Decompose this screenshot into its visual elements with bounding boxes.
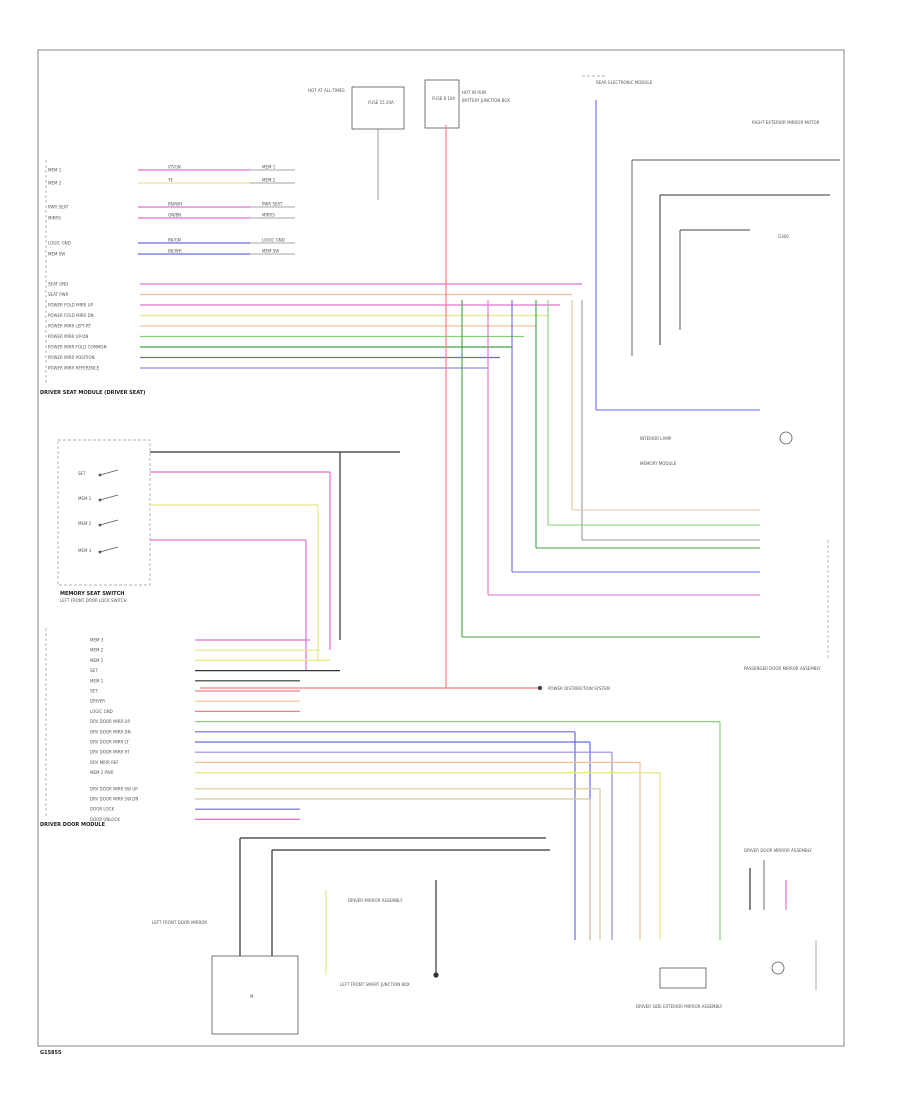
rear-module-label: REAR ELECTRONIC MODULE (596, 80, 653, 85)
ll-pin-label: DRIVER (90, 699, 105, 704)
hot-label-b: HOT IN RUN (462, 90, 486, 95)
ll-pin-label: MEM 2 PWR (90, 770, 114, 775)
ll-pin-label: DRV DOOR MIRR RT (90, 750, 130, 755)
fuse-box-right: HOT IN RUN FUSE 8 10A BATTERY JUNCTION B… (424, 79, 510, 129)
svg-text:M: M (250, 994, 254, 999)
lf-mirror-label: LEFT FRONT DOOR MIRROR (152, 920, 207, 925)
ll-pin-label: DRV DOOR MIRR DN (90, 729, 131, 734)
driver-door-module: DRIVER DOOR MODULE (40, 628, 106, 828)
right-exterior-mirror-block: RIGHT EXTERIOR MIRROR MOTOR G300 (631, 120, 840, 356)
ll-pin-label: SET (90, 668, 98, 673)
lower-left-wire-group: MEM 3 MEM 2 MEM 1 SET MEM 1 SET DRIVER LOGIC GN… (90, 638, 721, 940)
tl-signal-label: POWER MIRR UP-DN (48, 334, 88, 339)
tl-pin-label: PWR SEAT (48, 205, 69, 210)
ll-pin-label: DOOR LOCK (90, 807, 114, 812)
rear-module-top: REAR ELECTRONIC MODULE (582, 75, 653, 85)
fuse-label-a: FUSE 15 20A (368, 100, 394, 105)
ll-pin-label: DRV MIRR REF (90, 760, 119, 765)
tl-signal-label: POWER MIRR REFERENCE (48, 366, 100, 371)
tl-signal-label: SEAT GND (48, 282, 68, 287)
bottom-left-module: M LEFT FRONT DOOR MIRROR (152, 837, 550, 1035)
ll-pin-label: MEM 3 (90, 638, 104, 643)
fuse-box-left: HOT AT ALL TIMES FUSE 15 20A (308, 86, 405, 200)
tl-signal-label: POWER FOLD MIRR DN (48, 313, 94, 318)
tl-wire-code: VT/GN (168, 165, 181, 170)
right-labels: INTERIOR LAMP MEMORY MODULE PASSENGER DO… (640, 431, 829, 671)
memory-switch-sub: LEFT FRONT DOOR LOCK SWITCH (60, 598, 127, 603)
ll-pin-label: MEM 1 (90, 678, 104, 683)
memory-switch-caption: MEMORY SEAT SWITCH (60, 591, 124, 597)
tl-signal-label: POWER MIRR POSITION (48, 355, 95, 360)
interior-lamp-label: INTERIOR LAMP (640, 436, 672, 441)
memory-module-label: MEMORY MODULE (640, 461, 677, 466)
bottom-center-block: LEFT FRONT SMART JUNCTION BOX DRIVER MIR… (325, 880, 439, 987)
ll-pin-label: MEM 2 (90, 648, 104, 653)
memory-seat-switch: MEMORY SEAT SWITCH LEFT FRONT DOOR LOCK … (57, 439, 151, 603)
bottom-right-label: DRIVER SIDE EXTERIOR MIRROR ASSEMBLY (636, 1004, 723, 1009)
driver-seat-module: DRIVER SEAT MODULE (DRIVER SEAT) (40, 160, 145, 396)
tl-pin-label: LOGIC GND (48, 241, 71, 246)
diagram-border (37, 49, 845, 1047)
memory-button-group: SET MEM 1 MEM 2 MEM 3 (78, 451, 400, 670)
tl-wire-dest: MEM 2 (262, 178, 276, 183)
driver-seat-module-label: DRIVER SEAT MODULE (DRIVER SEAT) (40, 390, 145, 396)
driver-door-module-label: DRIVER DOOR MODULE (40, 822, 106, 828)
fuse-label-b: FUSE 8 10A (432, 96, 455, 101)
tl-pin-label: MEM 1 (48, 168, 62, 173)
power-feed: POWER DISTRIBUTION SYSTEM (200, 125, 610, 691)
driver-mirror-label: DRIVER MIRROR ASSEMBLY (348, 898, 403, 903)
tl-signal-label: POWER MIRR LEFT-RT (48, 324, 92, 329)
top-left-signal-group: SEAT GND SEAT PWR POWER FOLD MIRR UP POWER … (48, 282, 582, 371)
ll-pin-label: DRV DOOR MIRR UP (90, 719, 130, 724)
tl-wire-dest: PWR SEAT (262, 202, 283, 207)
ll-pin-label: SET (90, 689, 98, 694)
tl-wire-dest: LOGIC GND (262, 238, 285, 243)
tl-signal-label: POWER FOLD MIRR UP (48, 303, 94, 308)
top-left-wire-group: MEM 1 VT/GN MEM 1 MEM 2 YE MEM 2 PWR SEAT BN/WH… (48, 165, 295, 257)
tl-wire-code: GN/BN (168, 213, 181, 218)
memory-button-label: MEM 1 (78, 496, 92, 501)
tl-wire-code: BN/WH (168, 202, 182, 207)
ground-label: G300 (778, 234, 789, 239)
tl-pin-label: MIRRS (48, 216, 61, 221)
tl-wire-dest: MEM SW (262, 249, 279, 254)
ll-pin-label: DRV DOOR MIRR SW UP (90, 786, 138, 791)
ll-pin-label: DOOR UNLOCK (90, 817, 120, 822)
ll-pin-label: LOGIC GND (90, 709, 113, 714)
tl-signal-label: SEAT PWR (48, 292, 69, 297)
memory-button-label: MEM 2 (78, 521, 92, 526)
tl-wire-dest: MEM 1 (262, 165, 276, 170)
ll-pin-label: DRV DOOR MIRR LT (90, 740, 129, 745)
ll-pin-label: MEM 1 (90, 658, 104, 663)
tl-pin-label: MEM SW (48, 252, 65, 257)
footer-id: G15855 (40, 1050, 62, 1056)
right-side-wire-group (461, 300, 760, 638)
battery-junction-label: BATTERY JUNCTION BOX (462, 98, 510, 103)
bottom-center-label: LEFT FRONT SMART JUNCTION BOX (340, 982, 410, 987)
ll-pin-label: DRV DOOR MIRR SW DN (90, 797, 138, 802)
tl-wire-code: BK/WH (168, 249, 182, 254)
tl-signal-label: POWER MIRR FOLD COMMON (48, 345, 107, 350)
memory-button-label: MEM 3 (78, 548, 92, 553)
tl-wire-dest: MIRRS (262, 213, 275, 218)
power-distribution-label: POWER DISTRIBUTION SYSTEM (548, 686, 610, 691)
bottom-right-block: DRIVER SIDE EXTERIOR MIRROR ASSEMBLY DRI… (636, 848, 817, 1009)
tl-wire-code: BK/GN (168, 238, 181, 243)
hot-label-a: HOT AT ALL TIMES (308, 88, 345, 93)
memory-button-label: SET (78, 471, 86, 476)
right-mirror-label: RIGHT EXTERIOR MIRROR MOTOR (752, 120, 820, 125)
driver-door-mirror-label: DRIVER DOOR MIRROR ASSEMBLY (744, 848, 812, 853)
passenger-door-label: PASSENGER DOOR MIRROR ASSEMBLY (744, 666, 821, 671)
tl-wire-code: YE (167, 178, 173, 183)
tl-pin-label: MEM 2 (48, 181, 62, 186)
